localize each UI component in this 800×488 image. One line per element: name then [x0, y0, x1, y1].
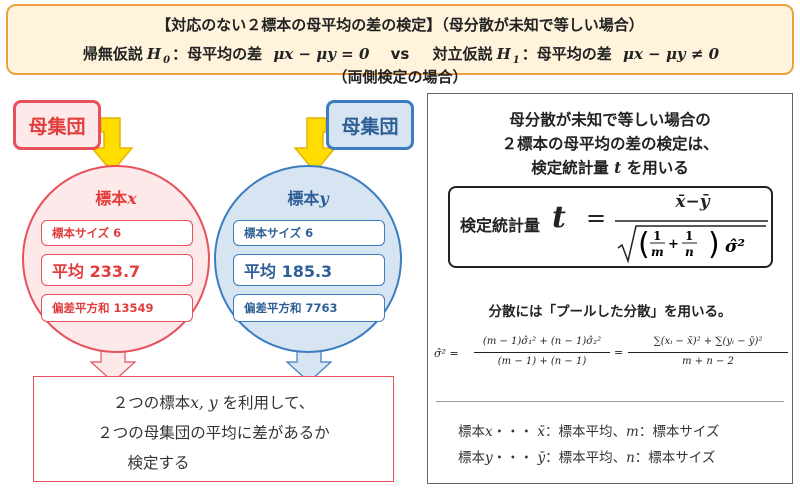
formula-denominator-graphic: ( ) 1 m + 1 n σ̂² — [615, 220, 768, 264]
pooled-lhs: σ̂² = — [434, 347, 459, 360]
t-statistic-formula-box: 検定統計量 t = x̄−ȳ ( ) 1 m + 1 n σ̂² — [448, 186, 773, 268]
population-box-left: 母集団 — [13, 100, 101, 150]
pooled-numerator-1: (m − 1)σ̂₁² + (n − 1)σ̂₂² — [482, 336, 602, 347]
header-title: 【対応のない２標本の母平均の差の検定】（母分散が未知で等しい場合） — [156, 16, 644, 34]
sample-x-title: 標本x — [95, 189, 137, 208]
svg-text:1: 1 — [653, 229, 661, 243]
conclusion-line-3: 検定する — [127, 454, 190, 472]
svg-text:σ̂²: σ̂² — [725, 237, 745, 257]
legend-y: 標本y・・・ ȳ：標本平均、n：標本サイズ — [458, 450, 716, 466]
alt-hypothesis-suffix: （両側検定の場合） — [332, 68, 468, 86]
sample-x-size: 標本サイズ 6 — [41, 220, 193, 246]
formula-equals: = — [586, 204, 607, 232]
svg-text:): ) — [708, 227, 720, 262]
sample-y-circle: 標本y 標本サイズ 6 平均 185.3 偏差平方和 7763 — [214, 165, 402, 353]
pooled-fraction-bar-2 — [628, 352, 788, 353]
pooled-equals: = — [614, 346, 624, 359]
intro-line-3: 検定統計量 t を用いる — [531, 158, 689, 177]
conclusion-line-2: ２つの母集団の平均に差があるか — [97, 424, 330, 442]
pooled-fraction-bar-1 — [474, 352, 610, 353]
sample-y-ss: 偏差平方和 7763 — [233, 294, 385, 322]
sample-x-mean: 平均 233.7 — [41, 254, 193, 286]
pooled-variance-note: 分散には「プールした分散」を用いる。 — [488, 304, 732, 320]
conclusion-line-1: ２つの標本x, y を利用して、 — [112, 394, 315, 412]
yellow-arrow-left — [90, 117, 134, 174]
pooled-numerator-2: ∑(xᵢ − x̄)² + ∑(yᵢ − ȳ)² — [653, 336, 763, 347]
panel-divider — [436, 401, 784, 402]
formula-numerator: x̄−ȳ — [675, 192, 710, 212]
pooled-denominator-2: m + n − 2 — [682, 356, 734, 367]
legend-x: 標本x・・・ x̄：標本平均、m：標本サイズ — [458, 424, 720, 440]
null-hypothesis-expr: μx − μy = 0 — [273, 45, 370, 63]
svg-text:1: 1 — [685, 229, 693, 243]
svg-text:+: + — [668, 237, 679, 252]
sample-y-size: 標本サイズ 6 — [233, 220, 385, 246]
intro-line-1: 母分散が未知で等しい場合の — [509, 111, 711, 129]
alt-hypothesis-expr: μx − μy ≠ 0 — [623, 45, 720, 63]
svg-text:n: n — [685, 245, 694, 259]
svg-text:(: ( — [638, 227, 650, 262]
population-box-right: 母集団 — [326, 100, 414, 150]
yellow-arrow-right — [293, 117, 337, 174]
svg-text:m: m — [651, 245, 664, 259]
explanation-panel: 母分散が未知で等しい場合の ２標本の母平均の差の検定は、 検定統計量 t を用い… — [427, 93, 793, 484]
intro-line-2: ２標本の母平均の差の検定は、 — [501, 135, 719, 153]
formula-label: 検定統計量 — [460, 216, 541, 235]
sample-x-circle: 標本x 標本サイズ 6 平均 233.7 偏差平方和 13549 — [22, 165, 210, 353]
sample-y-mean: 平均 185.3 — [233, 254, 385, 286]
sample-y-title: 標本y — [287, 189, 329, 208]
pooled-denominator-1: (m − 1) + (n − 1) — [497, 356, 587, 367]
sample-x-ss: 偏差平方和 13549 — [41, 294, 193, 322]
conclusion-box: ２つの標本x, y を利用して、 ２つの母集団の平均に差があるか 検定する — [33, 376, 394, 482]
formula-t: t — [552, 200, 566, 235]
vs-label: vs — [390, 45, 410, 63]
